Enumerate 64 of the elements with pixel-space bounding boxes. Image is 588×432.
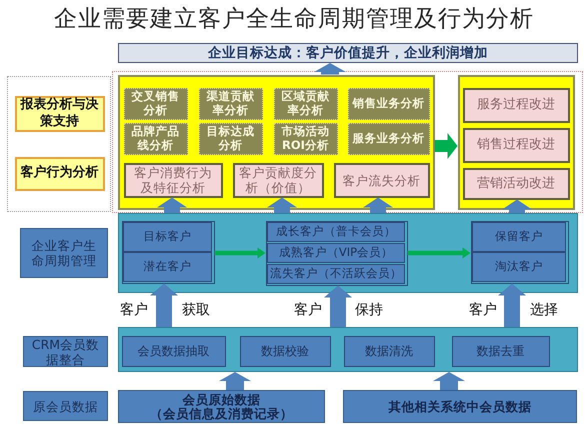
arrow-caption: 客户 (294, 302, 322, 318)
arrow-caption: 选择 (530, 302, 558, 318)
block-arrow (408, 248, 470, 258)
layer-band (118, 327, 578, 372)
analysis-tile: 品牌产品线分析 (124, 122, 188, 154)
block-arrow (434, 133, 458, 159)
process-step-box: 数据清洗 (344, 336, 434, 366)
category-box: 报表分析与决策支持 (14, 96, 104, 132)
layer-band (118, 213, 578, 293)
layer-label-box: CRM会员数据整合 (23, 336, 108, 367)
dotted-frame (7, 76, 111, 212)
customer-stage-box: 成长客户（普卡会员） (267, 222, 405, 242)
process-step-box: 会员数据抽取 (122, 336, 226, 366)
customer-group (266, 220, 408, 286)
layer-label-box: 原会员数据 (23, 391, 108, 421)
goal-banner: 企业目标达成：客户价值提升，企业利润增加 (118, 43, 578, 63)
arrow-caption: 保持 (355, 302, 383, 318)
customer-stage-box: 潜在客户 (123, 252, 212, 282)
analysis-box: 客户流失分析 (334, 162, 430, 198)
analysis-tile: 服务业务分析 (348, 122, 430, 154)
block-arrow (219, 372, 251, 390)
dotted-frame (112, 71, 583, 213)
customer-group (470, 220, 568, 284)
analysis-box: 客户贡献度分析（价值） (232, 162, 324, 198)
analysis-tile: 区域贡献率分析 (274, 88, 338, 120)
analysis-tile: 市场活动ROI分析 (274, 122, 338, 154)
customer-group (122, 220, 214, 284)
sub-text: （会员信息及消费记录） (150, 406, 293, 420)
layer-label-box: 企业客户生命周期管理 (20, 228, 108, 278)
customer-stage-box: 保留客户 (472, 222, 566, 252)
analysis-tile: 销售业务分析 (348, 88, 430, 120)
customer-stage-box: 成熟客户（VIP会员） (267, 243, 405, 263)
improvement-box: 营销活动改进 (462, 168, 570, 200)
arrow-caption: 客户 (469, 302, 497, 318)
customer-stage-box: 淘汰客户 (472, 252, 566, 282)
process-step-box: 数据去重 (452, 336, 550, 366)
block-arrow (498, 284, 526, 327)
data-source-box: 其他相关系统中会员数据 (343, 390, 577, 423)
diagram-title: 企业需要建立客户全生命周期管理及行为分析 (54, 5, 534, 33)
customer-stage-box: 目标客户 (123, 222, 212, 252)
analysis-tile: 目标达成分析 (198, 122, 262, 154)
block-arrow (150, 284, 178, 327)
arrow-caption: 客户 (120, 302, 148, 318)
data-source-box (118, 390, 325, 423)
category-box: 客户行为分析 (14, 156, 104, 190)
analysis-tile: 交叉销售分析 (124, 88, 188, 120)
arrow-caption: 获取 (182, 302, 210, 318)
block-arrow (267, 198, 297, 213)
process-step-box: 数据校验 (240, 336, 330, 366)
block-arrow (314, 63, 346, 74)
improvement-box: 销售过程改进 (462, 128, 570, 162)
analysis-tile: 渠道贡献率分析 (198, 88, 262, 120)
block-arrow (433, 372, 465, 390)
improvement-panel (458, 74, 574, 210)
heading-text: 会员原始数据 (182, 392, 260, 406)
block-arrow (502, 200, 532, 213)
analysis-panel (118, 74, 434, 210)
block-arrow (363, 198, 393, 213)
customer-stage-box: 流失客户（不活跃会员） (267, 264, 405, 284)
block-arrow (157, 198, 187, 213)
analysis-box: 客户消费行为及特征分析 (124, 162, 222, 198)
improvement-box: 服务过程改进 (462, 88, 570, 122)
block-arrow (214, 248, 266, 258)
block-arrow (324, 286, 352, 327)
